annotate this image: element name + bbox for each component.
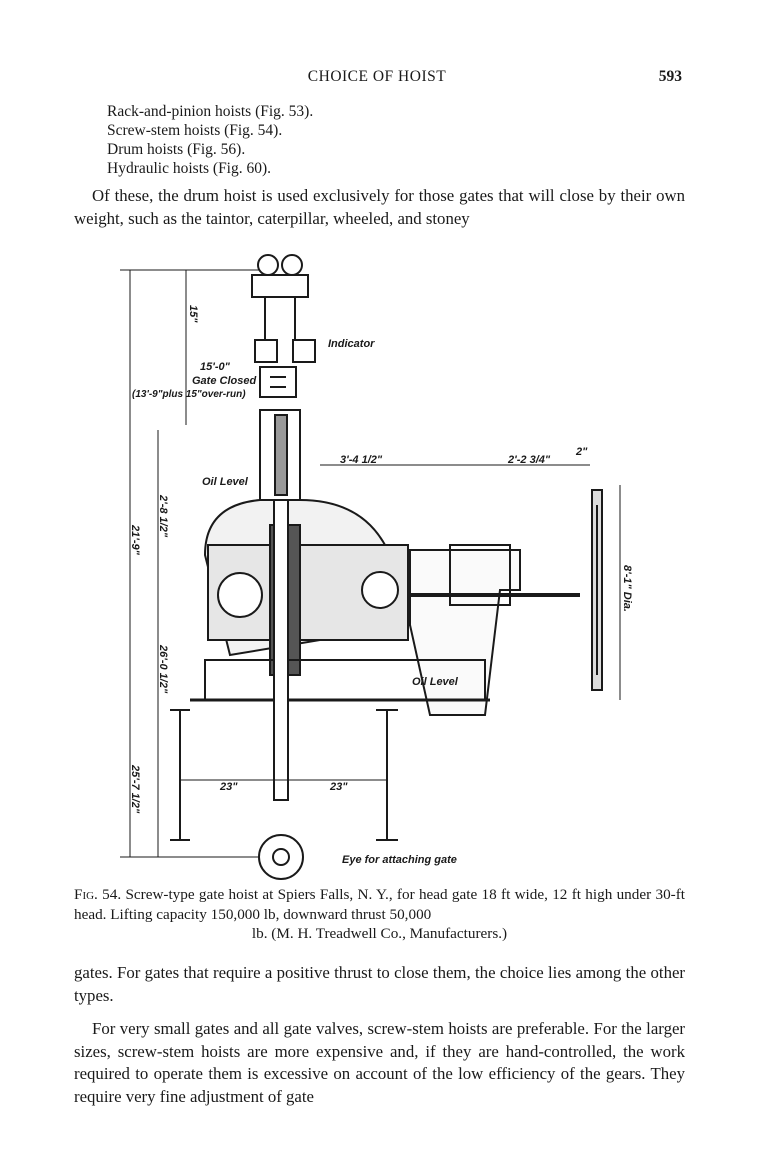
figure-caption: Fig. 54. Screw-type gate hoist at Spiers…	[74, 885, 685, 944]
dim-2in-label: 2"	[575, 446, 588, 458]
hoist-type-list: Rack-and-pinion hoists (Fig. 53). Screw-…	[107, 102, 313, 178]
caption-line1: Screw-type gate hoist at Spiers Falls, N…	[74, 886, 685, 923]
dim-23-right-label: 23"	[329, 781, 348, 793]
caption-fig-label: Fig. 54.	[74, 886, 122, 903]
wheel-dia-label: 8'-1" Dia.	[621, 565, 633, 612]
list-item: Rack-and-pinion hoists (Fig. 53).	[107, 103, 314, 120]
dim-top-label: 15"	[187, 305, 199, 323]
dim-25ft-label: 25'-7 1/2"	[129, 764, 141, 814]
hoist-figure: 15" 15'-0" Gate Closed (13'-9"plus 15"ov…	[110, 245, 655, 880]
eye-label: Eye for attaching gate	[342, 854, 457, 866]
dim-23-left-label: 23"	[219, 781, 238, 793]
dim-3ft-label: 3'-4 1/2"	[340, 454, 383, 466]
caption-line2: lb. (M. H. Treadwell Co., Manufacturers.…	[251, 925, 508, 942]
sheave-left	[257, 254, 279, 276]
gate-closed-detail-label: (13'-9"plus 15"over-run)	[132, 389, 246, 400]
dim-2ft-8-label: 2'-8 1/2"	[157, 494, 169, 538]
indicator-label: Indicator	[328, 338, 375, 350]
gate-closed-dim-label: 15'-0"	[200, 361, 231, 373]
oil-level-right-label: Oil Level	[412, 676, 459, 688]
list-item: Drum hoists (Fig. 56).	[107, 141, 246, 158]
dim-2ft-label: 2'-2 3/4"	[507, 454, 551, 466]
list-item: Screw-stem hoists (Fig. 54).	[107, 122, 283, 139]
dim-26ft-label: 26'-0 1/2"	[157, 644, 169, 694]
oil-level-left-label: Oil Level	[202, 476, 249, 488]
page-number: 593	[658, 68, 682, 85]
sheave-right	[281, 254, 303, 276]
paragraph-3: For very small gates and all gate valves…	[74, 1019, 685, 1106]
paragraph-2: gates. For gates that require a positive…	[74, 963, 685, 1005]
list-item: Hydraulic hoists (Fig. 60).	[107, 160, 272, 177]
page-header: CHOICE OF HOIST 593	[72, 68, 682, 90]
intro-paragraph: Of these, the drum hoist is used exclusi…	[74, 186, 685, 228]
gate-closed-label: Gate Closed	[192, 375, 256, 387]
running-title: CHOICE OF HOIST	[307, 68, 447, 85]
hoist-drawing: 15" 15'-0" Gate Closed (13'-9"plus 15"ov…	[120, 254, 633, 880]
dim-21ft-label: 21'-9"	[129, 524, 141, 556]
